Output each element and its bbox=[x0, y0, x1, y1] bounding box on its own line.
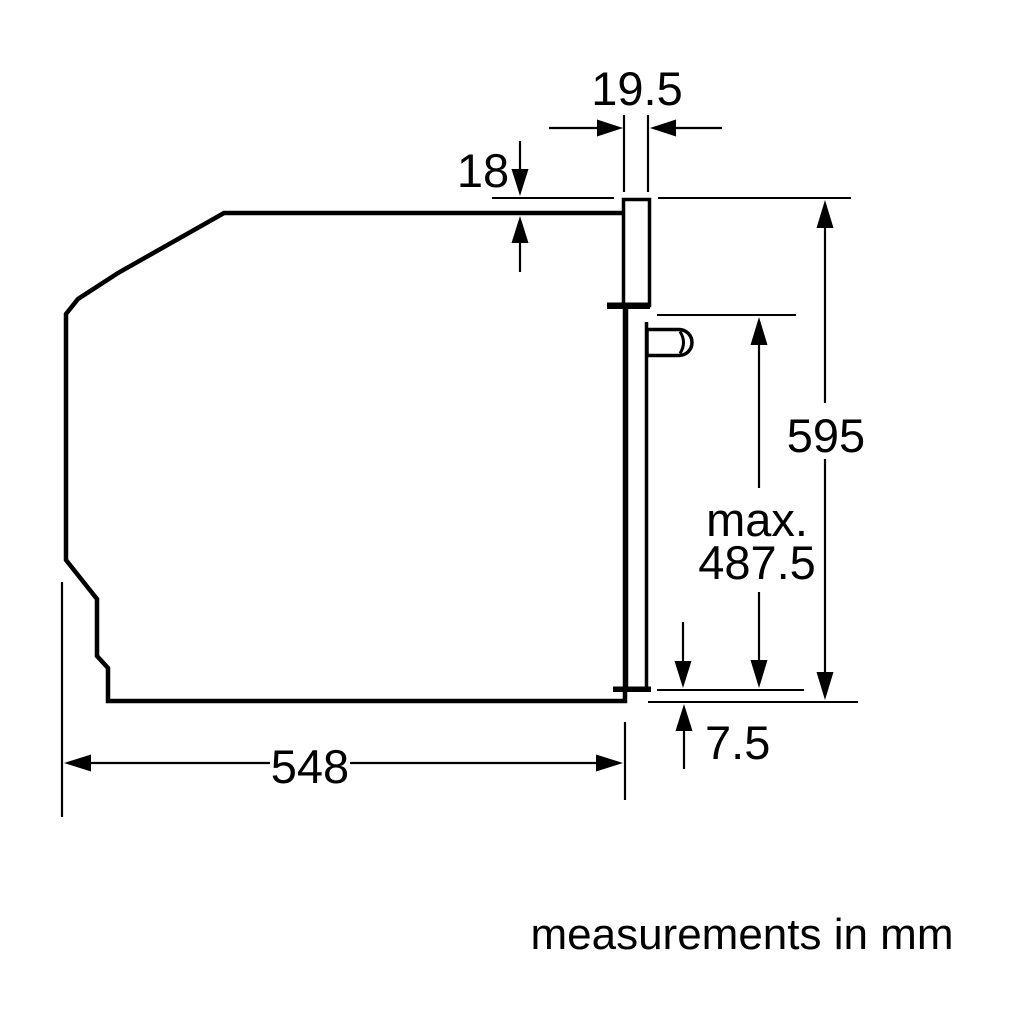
arrow-up-icon bbox=[750, 317, 768, 345]
units-note: measurements in mm bbox=[530, 910, 953, 959]
dim-label-bottom-offset: 7.5 bbox=[705, 716, 770, 769]
arrow-right-icon bbox=[596, 754, 623, 772]
control-panel bbox=[621, 197, 652, 308]
oven-body-outline bbox=[63, 210, 628, 704]
dim-door-max-height: max. 487.5 bbox=[657, 314, 816, 691]
dim-label-overall-height: 595 bbox=[787, 409, 865, 462]
arrow-left-icon bbox=[650, 119, 676, 137]
arrow-down-icon bbox=[750, 660, 768, 688]
arrow-up-icon bbox=[675, 704, 693, 731]
arrow-up-icon bbox=[816, 200, 834, 228]
arrow-left-icon bbox=[64, 754, 91, 772]
dim-body-depth: 548 bbox=[60, 582, 627, 817]
dim-label-fascia-depth: 19.5 bbox=[591, 62, 682, 115]
dim-label-door-max-value: 487.5 bbox=[698, 536, 816, 589]
dim-label-door-max: max. bbox=[706, 493, 808, 546]
dim-label-fascia-top-offset: 18 bbox=[457, 144, 509, 197]
arrow-down-icon bbox=[674, 661, 692, 688]
oven-door-front bbox=[624, 309, 649, 687]
dim-fascia-depth: 19.5 bbox=[549, 62, 722, 192]
dim-bottom-offset: 7.5 bbox=[674, 622, 770, 769]
arrow-up-icon bbox=[511, 216, 529, 243]
dim-label-body-depth: 548 bbox=[271, 740, 349, 793]
door-handle bbox=[645, 327, 694, 358]
panel-door-step bbox=[607, 302, 650, 309]
door-bottom-cap bbox=[613, 686, 651, 692]
arrow-down-icon bbox=[816, 672, 834, 700]
dim-fascia-top-offset: 18 bbox=[457, 141, 614, 272]
arrow-down-icon bbox=[511, 169, 529, 196]
door-handle-detail bbox=[678, 330, 685, 355]
arrow-right-icon bbox=[597, 119, 623, 137]
extension-lines-19-5 bbox=[622, 115, 650, 192]
dim-overall-height: 595 bbox=[648, 197, 865, 703]
